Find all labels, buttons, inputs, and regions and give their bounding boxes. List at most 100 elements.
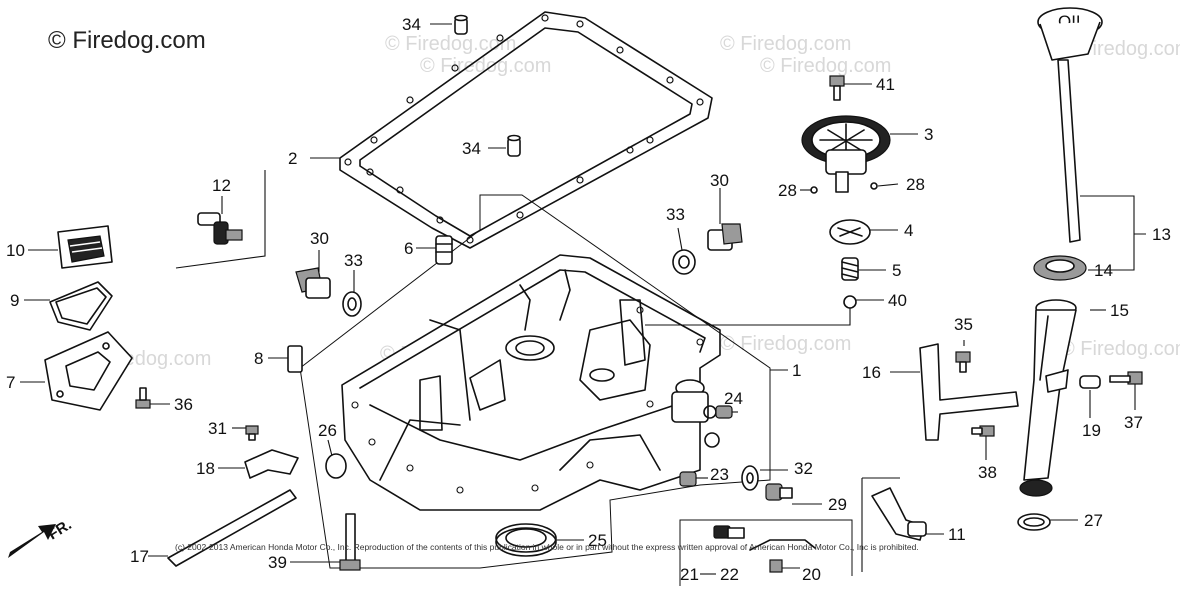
callout-34: 34 — [402, 15, 421, 34]
collar-part — [1079, 375, 1101, 389]
washer-part — [741, 465, 759, 491]
oil-pan-part — [341, 254, 721, 511]
dowel-pin-part — [454, 14, 468, 35]
bolt-part — [1109, 371, 1143, 385]
filler-tube-part — [1019, 299, 1077, 497]
group-outline — [299, 194, 771, 569]
callout-28: 28 — [778, 181, 797, 200]
holder-part — [829, 219, 871, 245]
oil-cap-part: OIL — [1037, 7, 1103, 61]
callout-3: 3 — [924, 125, 933, 144]
plug-part — [765, 483, 793, 501]
watermark: © Firedog.com — [1060, 338, 1180, 360]
callout-17: 17 — [130, 547, 149, 566]
tube-bracket-part — [1045, 369, 1069, 393]
callout-32: 32 — [794, 459, 813, 478]
callout-31: 31 — [208, 419, 227, 438]
bolt-part — [245, 425, 259, 441]
filter-cover-part — [44, 331, 133, 411]
rod-part — [167, 489, 297, 567]
group-outline — [679, 519, 853, 586]
o-ring-part — [1017, 513, 1051, 531]
callout-21: 21 — [680, 565, 699, 584]
callout-26: 26 — [318, 421, 337, 440]
callout-10: 10 — [6, 241, 25, 260]
washer-part — [870, 182, 878, 190]
screen-gasket-part — [49, 281, 113, 331]
copyright-notice: (c) 2002-2013 American Honda Motor Co., … — [175, 542, 919, 552]
ball-part — [843, 295, 857, 309]
clip-part — [287, 345, 303, 373]
callout-11: 11 — [948, 525, 966, 544]
governor-gear-part — [801, 115, 891, 193]
front-direction-indicator: FR. — [8, 516, 75, 558]
callout-38: 38 — [978, 463, 997, 482]
plate-part — [244, 449, 299, 479]
leader-lines — [20, 23, 1146, 575]
callout-13: 13 — [1152, 225, 1171, 244]
callout-33: 33 — [666, 205, 685, 224]
bracket-part — [919, 343, 1019, 441]
dipstick-part — [1057, 59, 1081, 243]
callout-6: 6 — [404, 239, 413, 258]
callout-30: 30 — [710, 171, 729, 190]
callout-9: 9 — [10, 291, 19, 310]
dowel-pin-part — [435, 235, 453, 265]
callout-41: 41 — [876, 75, 895, 94]
oil-seal-part — [495, 523, 557, 557]
washer-part — [672, 249, 696, 275]
callout-7: 7 — [6, 373, 15, 392]
callout-2: 2 — [288, 149, 297, 168]
screen-gasket-inner — [55, 287, 107, 325]
bolt-part — [829, 75, 845, 101]
callout-27: 27 — [1084, 511, 1103, 530]
callout-40: 40 — [888, 291, 907, 310]
callout-8: 8 — [254, 349, 263, 368]
drain-plug-part — [707, 223, 743, 251]
bolt-part — [971, 425, 995, 437]
watermark: © Firedog.com — [385, 33, 516, 55]
callout-34: 34 — [462, 139, 481, 158]
plug-part — [679, 471, 697, 487]
callout-28: 28 — [906, 175, 925, 194]
callout-30: 30 — [310, 229, 329, 248]
leader-line — [645, 308, 851, 326]
callout-22: 22 — [720, 565, 739, 584]
oil-seal-part — [1033, 255, 1087, 281]
brand-logo: © Firedog.com — [48, 27, 206, 54]
watermark: © Firedog.com — [720, 333, 851, 355]
watermark: © Firedog.com — [720, 33, 851, 55]
callout-12: 12 — [212, 176, 231, 195]
callout-14: 14 — [1094, 261, 1113, 280]
callout-labels: 34 2 34 12 10 9 7 36 8 6 30 33 31 18 17 … — [6, 15, 1171, 584]
callout-4: 4 — [904, 221, 913, 240]
oil-level-switch-part — [197, 212, 243, 245]
washer-part — [342, 291, 362, 317]
spring-part — [841, 257, 859, 281]
callout-25: 25 — [588, 531, 607, 550]
elbow-fitting-part — [871, 487, 927, 541]
group-outline — [175, 170, 266, 269]
callout-5: 5 — [892, 261, 901, 280]
bolt-part — [339, 513, 361, 571]
callout-39: 39 — [268, 553, 287, 572]
watermark: © Firedog.com — [760, 55, 891, 77]
bolt-part — [955, 351, 971, 373]
front-label: FR. — [45, 516, 75, 543]
drain-plug-part — [295, 267, 331, 299]
callout-19: 19 — [1082, 421, 1101, 440]
washer-part — [325, 453, 347, 479]
callout-33: 33 — [344, 251, 363, 270]
callout-1: 1 — [792, 361, 801, 380]
watermark: © Firedog.com — [420, 55, 551, 77]
dowel-pin-part — [507, 134, 521, 157]
oil-filter-screen-part — [57, 225, 113, 269]
callout-29: 29 — [828, 495, 847, 514]
sensor-part — [713, 525, 816, 573]
callout-16: 16 — [862, 363, 881, 382]
callout-35: 35 — [954, 315, 973, 334]
callout-18: 18 — [196, 459, 215, 478]
callout-23: 23 — [710, 465, 729, 484]
group-outline — [861, 477, 900, 572]
